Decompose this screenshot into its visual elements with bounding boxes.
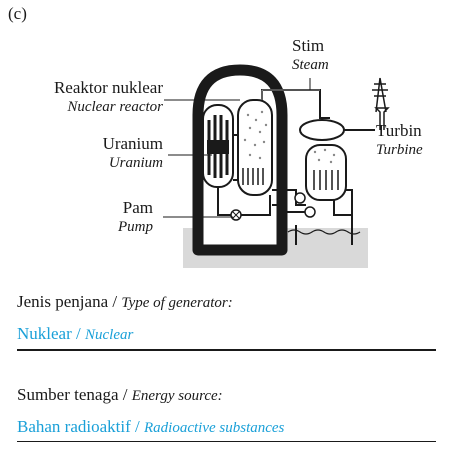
generator-type-answer: Nuklear / Nuclear bbox=[17, 324, 134, 343]
answer-line-2 bbox=[17, 441, 436, 442]
label-pump-ms: Pam bbox=[122, 198, 153, 217]
label-pump-en: Pump bbox=[118, 219, 153, 235]
pylon-icon bbox=[372, 77, 390, 130]
label-turbine-en: Turbine bbox=[376, 142, 423, 158]
label-reactor-ms: Reaktor nuklear bbox=[53, 78, 163, 97]
label-reactor-en: Nuclear reactor bbox=[67, 99, 163, 115]
label-steam-ms: Stim bbox=[292, 36, 325, 55]
energy-source-label: Sumber tenaga / Energy source: bbox=[17, 385, 223, 404]
water-waves bbox=[287, 229, 361, 235]
label-uranium-en: Uranium bbox=[108, 155, 163, 171]
energy-source-answer: Bahan radioaktif / Radioactive substance… bbox=[17, 417, 285, 436]
label-turbine-ms: Turbin bbox=[376, 121, 422, 140]
turbine-body bbox=[299, 119, 345, 141]
label-uranium-ms: Uranium bbox=[102, 134, 163, 153]
answer-line-1 bbox=[17, 349, 436, 351]
nuclear-power-plant-diagram bbox=[163, 64, 390, 268]
label-steam-en: Steam bbox=[292, 57, 329, 73]
primary-loop bbox=[217, 187, 271, 216]
part-label: (c) bbox=[8, 4, 27, 23]
generator-type-label: Jenis penjana / Type of generator: bbox=[17, 292, 233, 311]
